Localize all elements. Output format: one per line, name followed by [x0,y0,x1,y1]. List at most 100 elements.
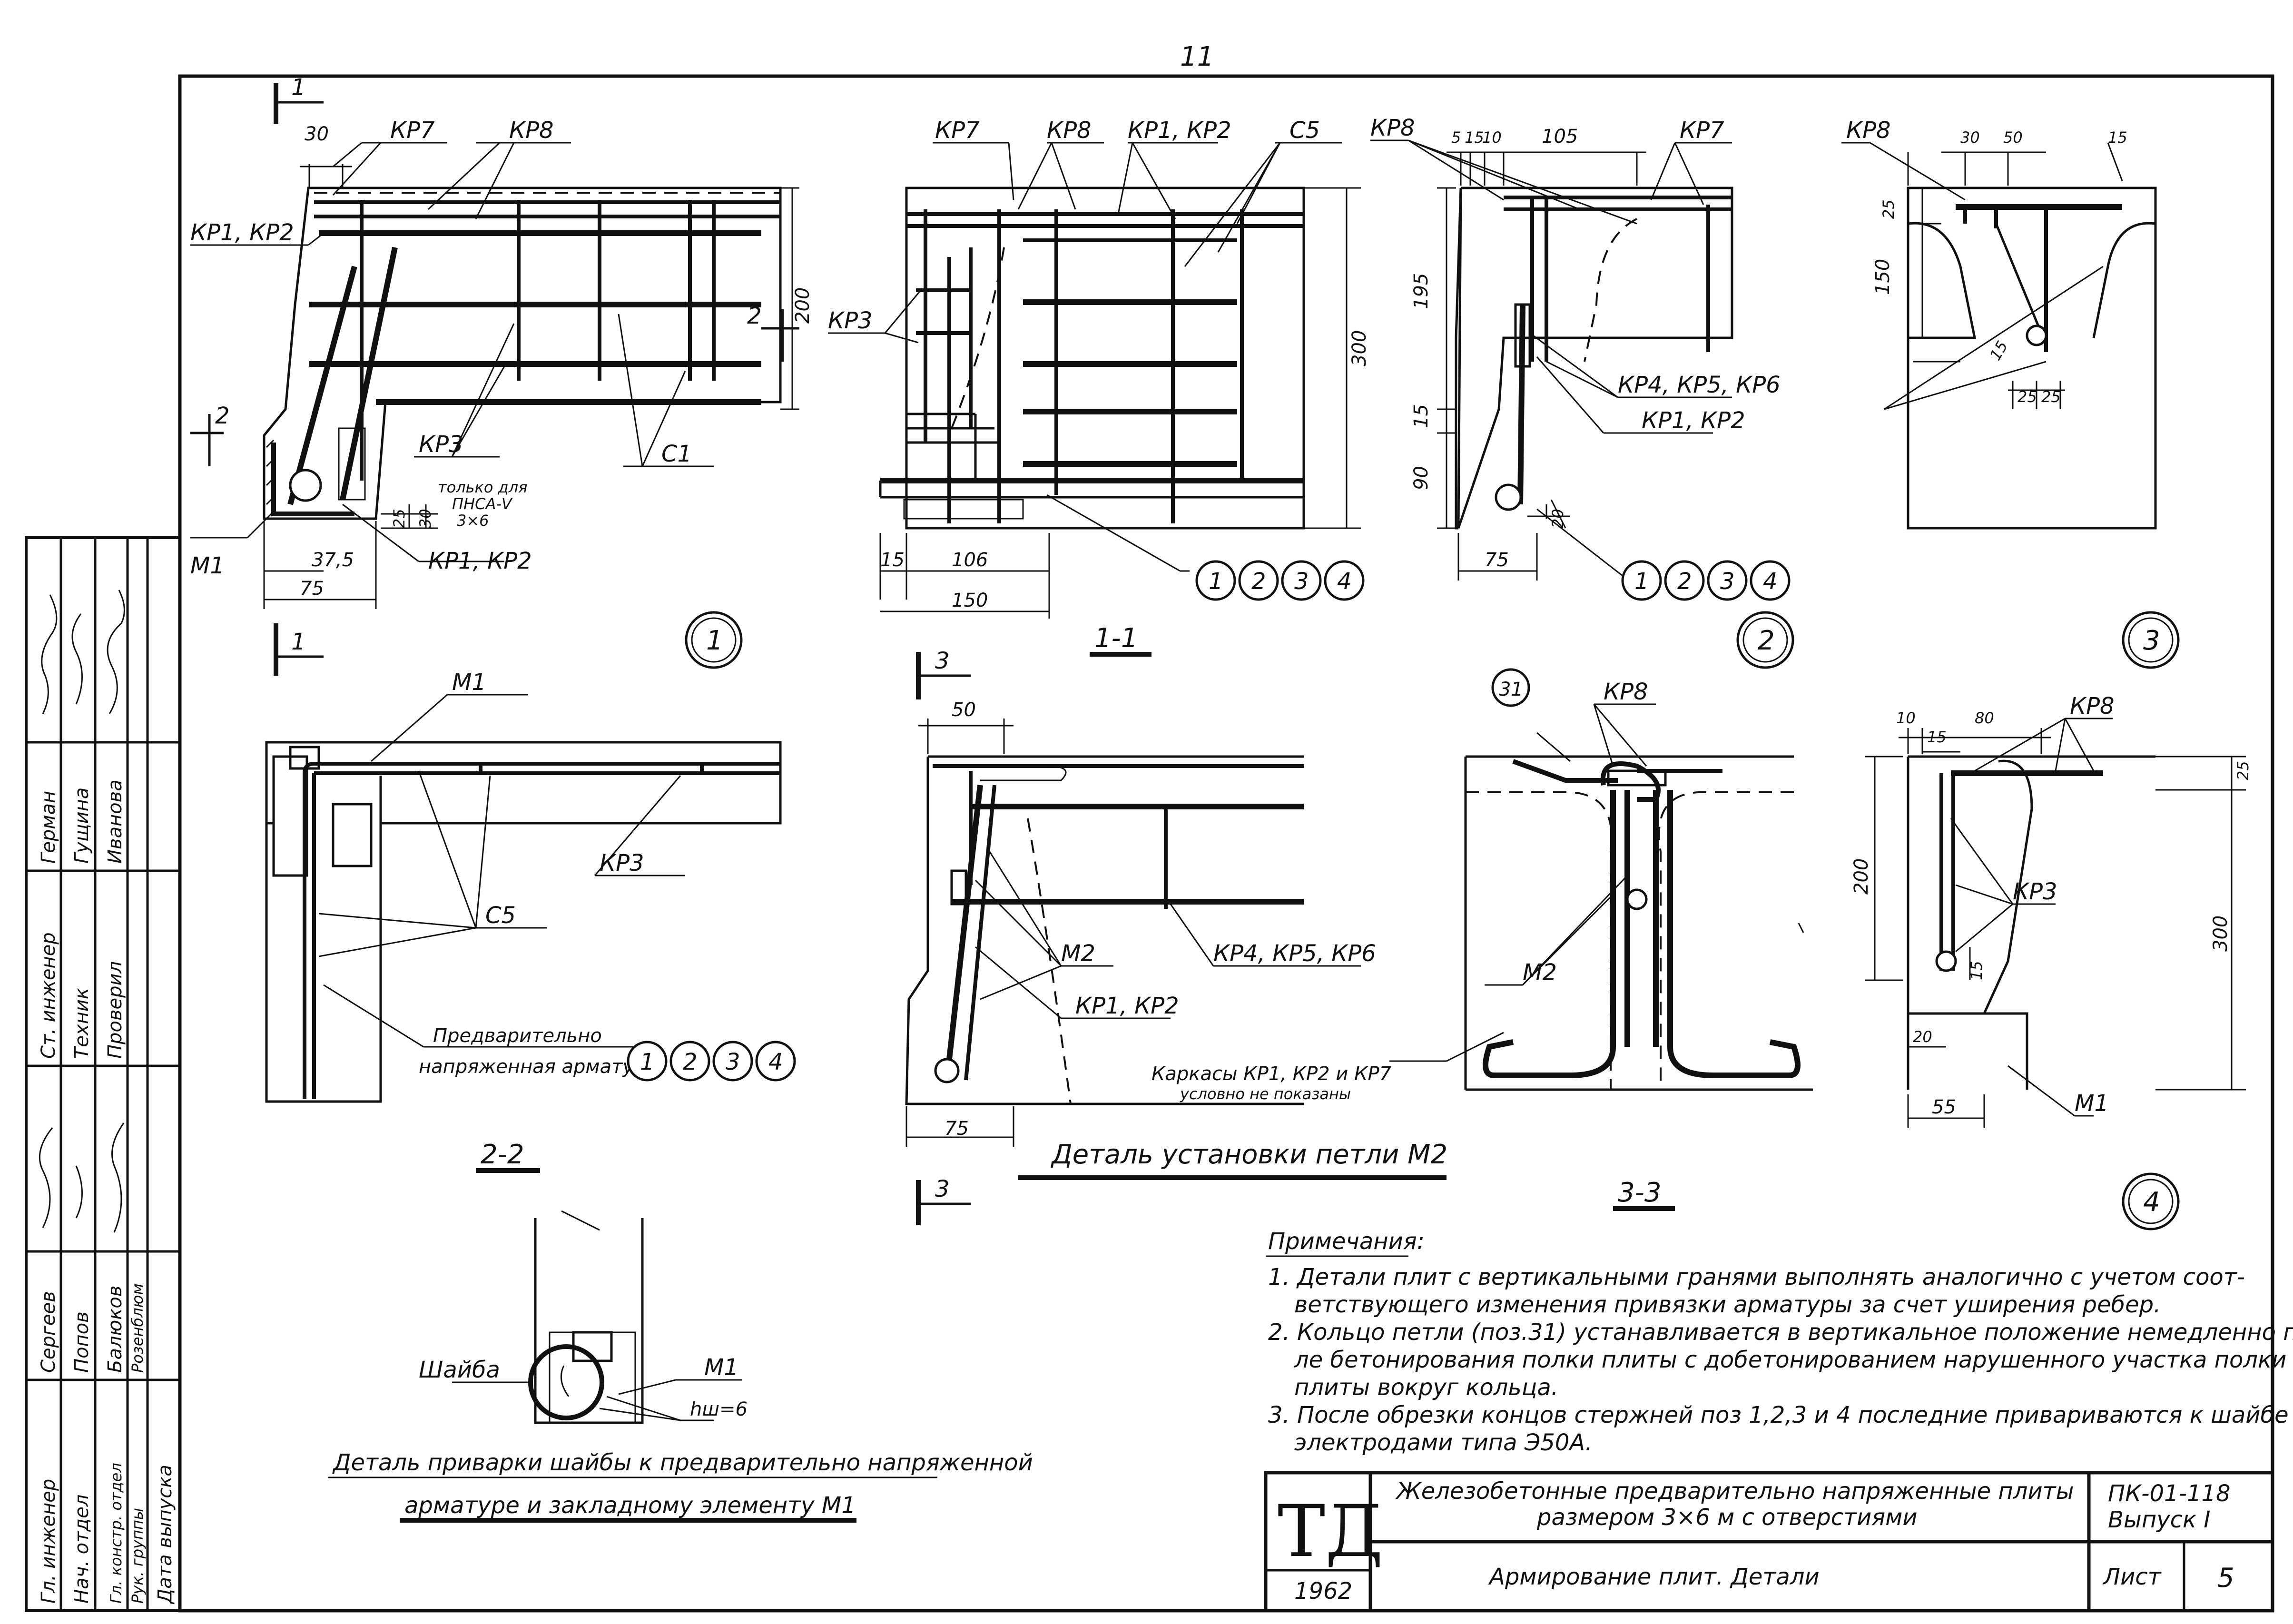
stamp-role-5: Нач. отдел [71,1495,93,1604]
detail3-dim-150: 150 [1872,259,1894,295]
detail2-circle-2: 2 [1677,568,1692,595]
detail4-label-kp3: КР3 [2013,878,2057,905]
detail2-label-kp8: КР8 [1370,115,1415,141]
title-line-1: Железобетонные предварительно напряженны… [1395,1478,2074,1505]
section22-circles [627,1041,796,1082]
detail4-label-m1: М1 [2075,1090,2109,1117]
detail2-dim-15b: 15 [1410,404,1432,428]
section11-circle-3: 3 [1294,568,1309,595]
detail2-circle-4: 4 [1763,568,1778,595]
detail2-circles [1621,560,1791,601]
section33-note-2: условно не показаны [1180,1085,1351,1103]
title-issue: Выпуск I [2108,1506,2210,1533]
section33-title: 3-3 [1618,1177,1661,1208]
section33-note-1: Каркасы КР1, КР2 и КР7 [1151,1063,1392,1085]
section22-circle-4: 4 [768,1049,783,1075]
detail2-label-kp456: КР4, КР5, КР6 [1618,372,1781,398]
detail1-label-kp8: КР8 [509,117,554,144]
detail3-dim-25b: 25 [2017,388,2037,406]
stamp-name-4: Сергеев [38,1291,59,1373]
detail4-dim-300: 300 [2210,915,2232,952]
title-line-2: размером 3×6 м с отверстиями [1536,1504,1918,1531]
section22-title: 2-2 [481,1139,524,1170]
page-number: 11 [1180,41,1214,72]
title-subtitle: Армирование плит. Детали [1488,1564,1820,1590]
detail-4-number: 4 [2143,1187,2160,1218]
detail1-label-c1: С1 [661,441,692,467]
stamp-role-3: Проверил [104,961,126,1059]
section11-circle-1: 1 [1209,568,1223,595]
washer-label-m1: М1 [704,1354,738,1381]
detail-2-drawing [1370,139,1733,581]
detail2-dim-75: 75 [1485,549,1509,571]
section11-label-kp7: КР7 [935,117,980,144]
detail1-dim-30: 30 [305,123,329,145]
note-line-5: плиты вокруг кольца. [1294,1374,1558,1401]
section11-label-kp1-kp2: КР1, КР2 [1128,117,1231,144]
detail1-dim-30b: 30 [416,509,434,528]
stamp-name-6: Балюков [104,1286,126,1373]
section11-circles [1195,560,1365,601]
detail2-dim-90: 90 [1410,466,1432,490]
signature-2 [39,1122,125,1233]
detail3-label-kp8: КР8 [1846,117,1891,144]
detail2-label-kp1-kp2: КР1, КР2 [1642,407,1745,434]
detail3-dim-30: 30 [1960,128,1980,147]
stamp-role-2: Техник [71,988,93,1059]
detail3-dim-25: 25 [1880,199,1898,219]
note-line-6: 3. После обрезки концов стержней поз 1,2… [1268,1402,2289,1428]
detail4-dim-200: 200 [1850,858,1872,895]
stamp-name-1: Герман [38,791,59,864]
detail-1-drawing [190,83,799,676]
title-sheet-label: Лист [2102,1564,2162,1590]
section-2-2-drawing [265,694,782,1103]
detail4-dim-15b: 15 [1968,961,1986,980]
marker-2-right: 2 [747,303,762,329]
section22-label-kp3: КР3 [600,850,644,876]
detail-1-number: 1 [706,625,723,656]
detail3-dim-25c: 25 [2041,388,2061,406]
detail4-dim-80: 80 [1975,709,1994,727]
washer-title-2: арматуре и закладному элементу М1 [404,1492,856,1519]
detail-3-circle [2122,611,2180,669]
detail2-label-kp7: КР7 [1680,117,1724,144]
title-series-code: ПК-01-118 [2108,1480,2231,1507]
detail1-dim-75: 75 [300,578,324,600]
detail4-dim-15: 15 [1927,728,1947,746]
detail1-label-kp3: КР3 [419,431,463,458]
section22-circle-1: 1 [640,1049,655,1075]
section11-circle-2: 2 [1251,568,1266,595]
loop-label-kp456: КР4, КР5, КР6 [1213,940,1376,967]
section22-note-2: напряженная арматура [419,1056,658,1078]
detail2-dim-5: 5 [1451,128,1461,147]
detail3-dim-50: 50 [2003,128,2023,147]
section11-label-kp3: КР3 [828,307,873,334]
section33-label-m2: М2 [1523,959,1557,986]
detail-3-number: 3 [2143,625,2160,656]
section11-circle-4: 4 [1337,568,1352,595]
notes-heading: Примечания: [1268,1228,1425,1255]
detail-4-circle [2122,1172,2180,1230]
detail4-dim-55: 55 [1932,1096,1956,1118]
title-logo: ТД [1278,1490,1383,1573]
washer-label-hw: hш=6 [690,1398,748,1420]
title-year: 1962 [1294,1578,1352,1604]
washer-label-shaiba: Шайба [419,1357,500,1383]
marker-3-bottom: 3 [935,1176,950,1202]
marker-3-top: 3 [935,648,950,674]
note-line-7: электродами типа Э50А. [1294,1429,1593,1456]
stamp-name-3: Иванова [104,779,126,864]
loop-dim-75: 75 [945,1118,969,1140]
section11-dim-15: 15 [880,549,905,571]
detail1-note-3: 3×6 [457,512,489,530]
section22-note-1: Предварительно [433,1025,602,1047]
section22-circle-3: 3 [726,1049,740,1075]
detail2-dim-195: 195 [1410,273,1432,309]
detail2-dim-20: 20 [1549,509,1567,528]
note-line-3: 2. Кольцо петли (поз.31) устанавливается… [1268,1319,2293,1346]
loop-detail-title: Деталь установки петли М2 [1050,1139,1447,1170]
stamp-name-5: Попов [71,1311,93,1373]
detail1-dim-25: 25 [390,509,408,528]
section33-label-kp8: КР8 [1604,679,1648,705]
